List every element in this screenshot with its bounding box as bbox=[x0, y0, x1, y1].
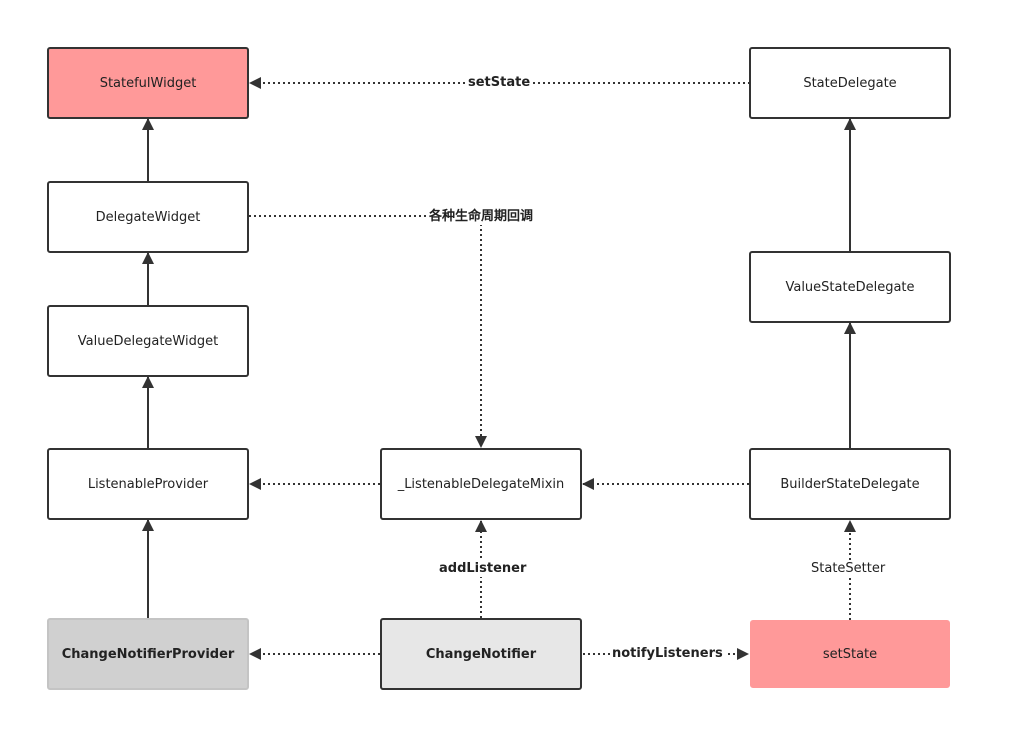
node-value-state-delegate: ValueStateDelegate bbox=[749, 251, 951, 323]
edge-label-add-listener: addListener bbox=[437, 561, 529, 577]
node-delegate-widget: DelegateWidget bbox=[47, 181, 249, 253]
node-builder-state-delegate: BuilderStateDelegate bbox=[749, 448, 951, 520]
node-state-delegate: StateDelegate bbox=[749, 47, 951, 119]
edge-label-set-state: setState bbox=[466, 75, 533, 91]
node-value-delegate-widget: ValueDelegateWidget bbox=[47, 305, 249, 377]
node-listenable-provider: ListenableProvider bbox=[47, 448, 249, 520]
node-stateful-widget: StatefulWidget bbox=[47, 47, 249, 119]
node-set-state: setState bbox=[750, 620, 950, 688]
edge-lifecycle-callbacks bbox=[249, 215, 487, 448]
edge-label-notify-listeners: notifyListeners bbox=[610, 646, 725, 662]
node-change-notifier-provider: ChangeNotifierProvider bbox=[47, 618, 249, 690]
edge-label-state-setter: StateSetter bbox=[809, 561, 888, 577]
node-listenable-delegate-mixin: _ListenableDelegateMixin bbox=[380, 448, 582, 520]
edge-label-lifecycle-callbacks: 各种生命周期回调 bbox=[427, 209, 536, 225]
node-change-notifier: ChangeNotifier bbox=[380, 618, 582, 690]
